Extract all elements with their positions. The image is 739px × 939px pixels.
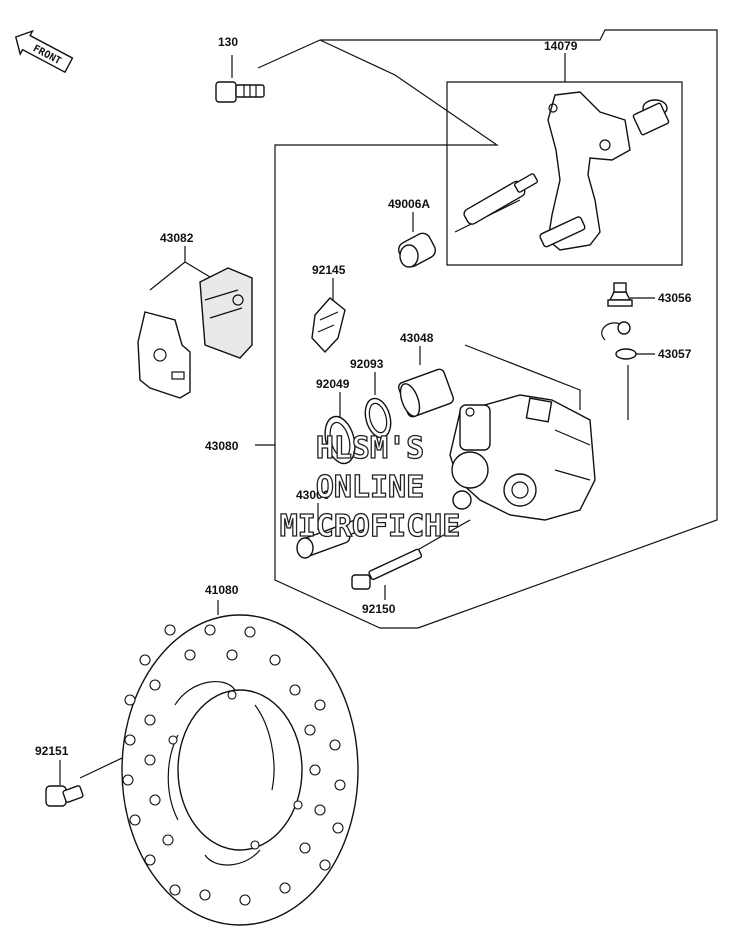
part-92093-seal [364,397,392,439]
label-92145: 92145 [312,263,346,277]
caliper-assembly-outline [274,29,718,629]
label-92049: 92049 [316,377,350,391]
part-92151-bolt [45,785,84,807]
part-14079-bracket [539,91,670,251]
part-43006-pin [296,516,369,559]
label-14079: 14079 [544,39,578,53]
label-41080: 41080 [205,583,239,597]
label-43056: 43056 [658,291,692,305]
leader-lines [59,39,655,785]
label-49006a: 49006A [388,197,430,211]
part-labels: 130 14079 49006A 43082 92145 43056 43048… [35,35,692,758]
front-arrow-badge: FRONT [14,29,74,74]
part-130-bolt [215,81,265,103]
watermark-line-3: MICROFICHE [280,509,461,544]
part-92049-seal [324,415,356,465]
label-43006: 43006 [296,488,330,502]
part-43057-cap [601,321,637,360]
watermark-line-1: HLSM'S [316,431,424,466]
watermark: HLSM'S ONLINE MICROFICHE [279,430,461,544]
disc-vent-holes [122,624,346,906]
label-43080: 43080 [205,439,239,453]
part-43048-piston [397,368,455,418]
part-92150-bolt [351,548,423,590]
label-43048: 43048 [400,331,434,345]
caliper-body [449,344,596,521]
label-130: 130 [218,35,238,49]
label-43082: 43082 [160,231,194,245]
label-92151: 92151 [35,744,69,758]
part-92145-spring [311,297,346,354]
label-92093: 92093 [350,357,384,371]
part-43082-brake-pads [137,267,253,399]
bracket-group-outline [446,81,683,266]
label-92150: 92150 [362,602,396,616]
label-43057: 43057 [658,347,692,361]
part-41080-brake-disc [121,614,359,926]
watermark-line-2: ONLINE [316,470,424,505]
part-43056-bleeder [607,282,633,307]
part-49006a-pin-boot [398,173,538,268]
